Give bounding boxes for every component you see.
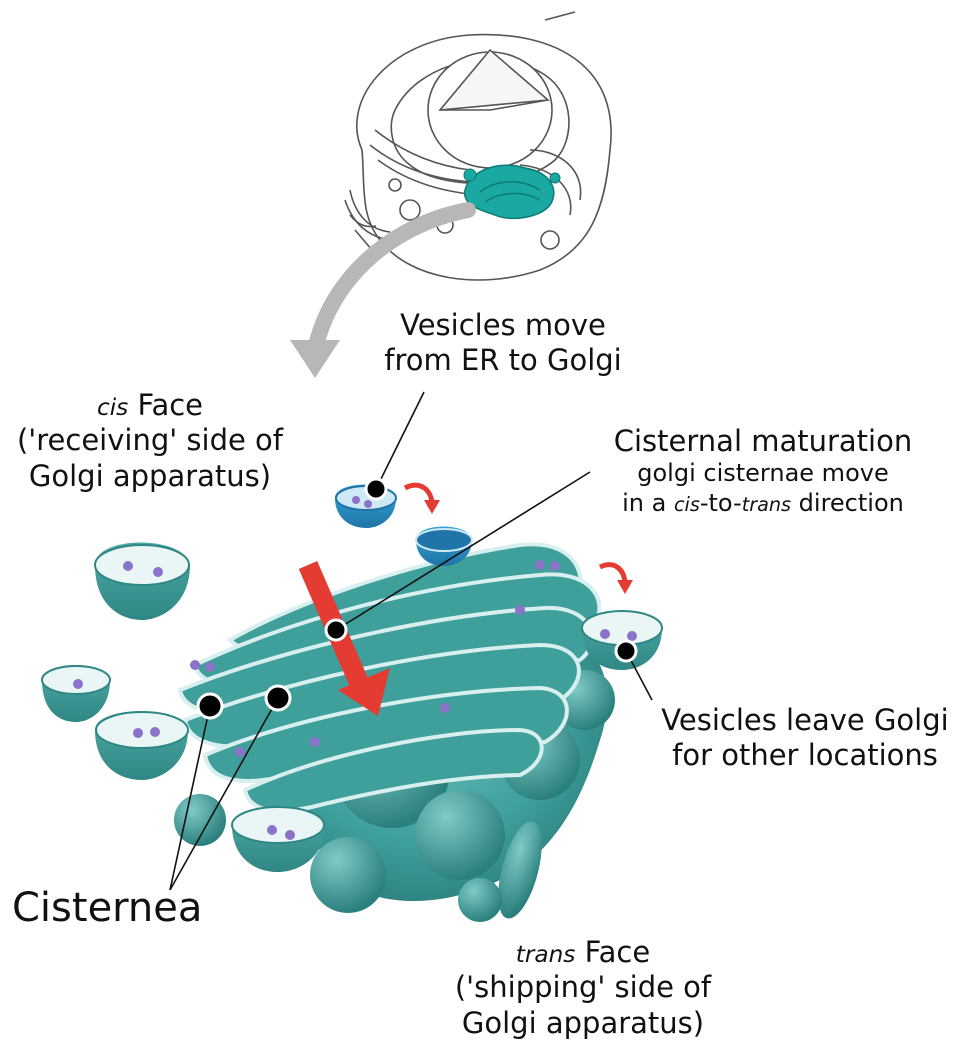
maturation-trans: trans <box>741 492 792 516</box>
golgi-tubule <box>498 821 542 919</box>
cisternea-label: Cisternea <box>12 885 203 931</box>
maturation-line2: golgi cisternae move <box>637 459 889 488</box>
cisternal-maturation-label: Cisternal maturation golgi cisternae mov… <box>563 424 963 518</box>
marker-dot <box>264 684 292 712</box>
cis-face-label: cis Face ('receiving' side of Golgi appa… <box>0 388 300 494</box>
cis-face-line2: ('receiving' side of <box>16 423 284 458</box>
red-curved-arrow <box>598 562 633 594</box>
gray-arrow-shaft <box>307 202 476 358</box>
trans-face-label: trans Face ('shipping' side of Golgi app… <box>423 935 743 1041</box>
golgi-apparatus <box>174 542 615 922</box>
trans-face-title: Face <box>584 935 651 969</box>
vesicles-leave-line2: for other locations <box>672 738 938 773</box>
vesicle-fusing <box>415 526 473 566</box>
maturation-to: -to- <box>699 488 742 517</box>
golgi-lobe <box>310 837 386 913</box>
maturation-line3: in a cis-to-trans direction <box>563 489 963 518</box>
maturation-post: direction <box>791 488 904 517</box>
maturation-title: Cisternal maturation <box>613 424 913 458</box>
vesicle <box>41 665 111 722</box>
golgi-lobe <box>458 878 502 922</box>
vesicles-move-line2: from ER to Golgi <box>384 343 622 378</box>
cell-golgi-highlight <box>463 164 561 220</box>
vesicle <box>95 711 189 780</box>
marker-dot <box>324 618 348 642</box>
cis-face-title: Face <box>137 388 204 422</box>
golgi-lobe <box>174 794 226 846</box>
cell-illustration <box>344 11 612 281</box>
cis-italic: cis <box>96 394 129 421</box>
vesicles-leave-line1: Vesicles leave Golgi <box>661 703 949 737</box>
marker-dot <box>614 639 638 663</box>
gray-arrow-head <box>290 340 340 378</box>
marker-dot <box>196 692 224 720</box>
golgi-lobe <box>415 790 505 880</box>
trans-face-line3: Golgi apparatus) <box>461 1005 705 1040</box>
vesicles-move-line1: Vesicles move <box>400 308 606 342</box>
trans-face-line2: ('shipping' side of <box>454 970 712 1005</box>
maturation-pre: in a <box>622 488 674 517</box>
maturation-cis: cis <box>673 492 700 516</box>
vesicle <box>94 542 190 620</box>
vesicles-move-label: Vesicles move from ER to Golgi <box>343 308 663 379</box>
cis-face-line3: Golgi apparatus) <box>28 458 272 493</box>
trans-italic: trans <box>515 941 576 968</box>
vesicle <box>231 806 325 872</box>
red-curved-arrow <box>403 482 440 514</box>
vesicles-leave-label: Vesicles leave Golgi for other locations <box>635 703 970 774</box>
marker-dot <box>364 477 388 501</box>
